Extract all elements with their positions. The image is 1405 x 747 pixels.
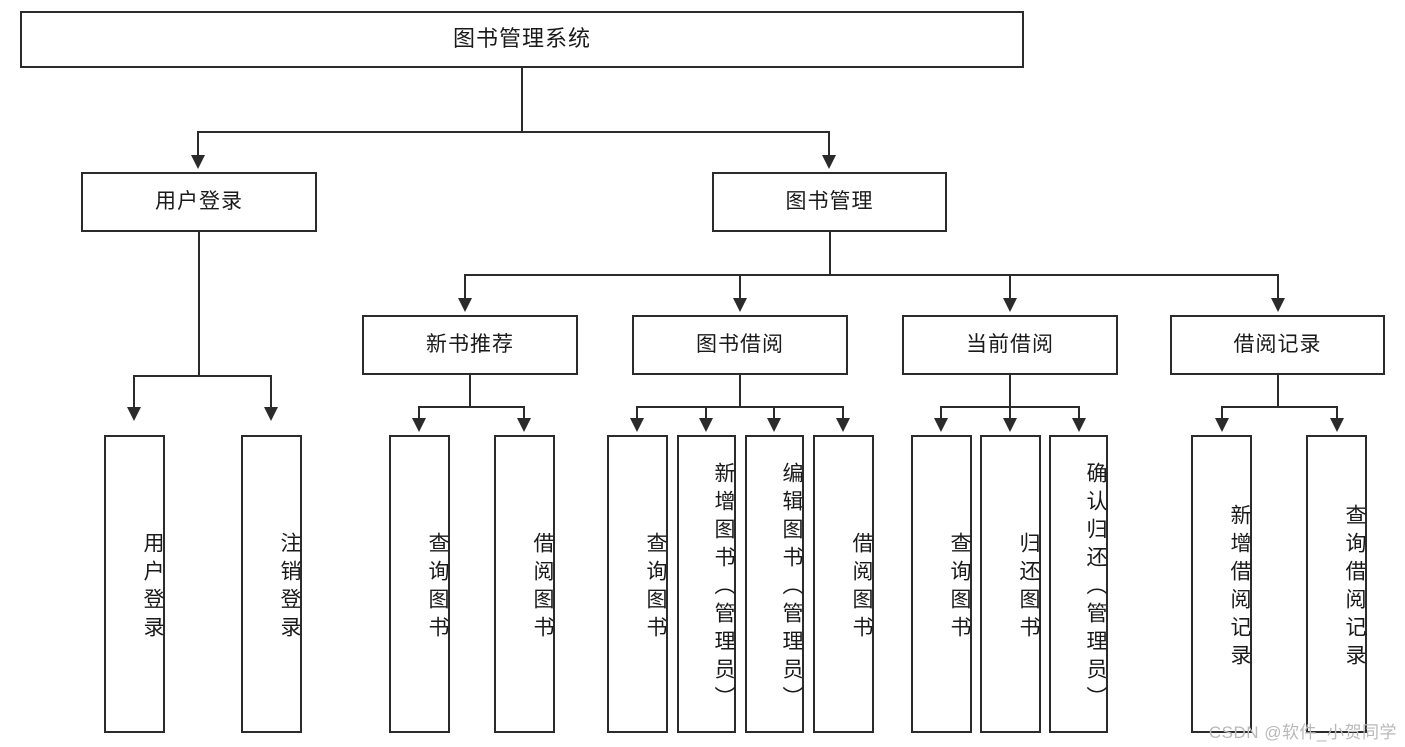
edge-cb-to-leaf-2 [1009, 406, 1011, 420]
edge-br-to-leaf-1 [1221, 406, 1223, 420]
edge-bm-to-book-borrow [739, 274, 741, 300]
leaf-borrow-book[interactable]: 借阅图书 [813, 435, 874, 733]
leaf-user-login[interactable]: 用户登录 [104, 435, 165, 733]
edge-new-book-bus [418, 406, 524, 408]
edge-book-borrow-stem [739, 375, 741, 407]
edge-cb-to-leaf-3 [1078, 406, 1080, 420]
node-current-borrow[interactable]: 当前借阅 [902, 315, 1118, 375]
node-label: 新增图书（管理员） [712, 462, 735, 714]
edge-cb-to-leaf-1 [940, 406, 942, 420]
node-label: 图书管理 [785, 190, 874, 214]
edge-bm-to-current-borrow [1009, 274, 1011, 300]
node-book-management[interactable]: 图书管理 [712, 172, 947, 232]
node-label: 新增借阅记录 [1228, 504, 1251, 672]
leaf-query-book-borrow[interactable]: 查询图书 [607, 435, 668, 733]
node-label: 查询图书 [644, 532, 667, 644]
leaf-query-book-recommend[interactable]: 查询图书 [389, 435, 450, 733]
edge-user-login-bus [133, 375, 271, 377]
edge-user-login-stem [198, 232, 200, 376]
node-label: 确认归还（管理员） [1084, 462, 1107, 714]
arrow-user-login-to-leaf-2 [264, 407, 278, 421]
node-label: 编辑图书（管理员） [780, 462, 803, 714]
arrow-br-to-leaf-2 [1330, 418, 1344, 432]
leaf-query-book-current[interactable]: 查询图书 [911, 435, 972, 733]
edge-new-book-stem [469, 375, 471, 407]
node-label: 图书管理系统 [452, 26, 591, 52]
arrow-root-to-book-management [822, 155, 836, 169]
node-label: 注销登录 [278, 532, 301, 644]
edge-root-to-user-login [197, 131, 199, 157]
edge-bb-to-leaf-4 [842, 406, 844, 420]
edge-nb-to-leaf-2 [523, 406, 525, 420]
leaf-borrow-book-recommend[interactable]: 借阅图书 [494, 435, 555, 733]
node-label: 当前借阅 [966, 333, 1054, 357]
arrow-user-login-to-leaf-1 [127, 407, 141, 421]
edge-br-to-leaf-2 [1336, 406, 1338, 420]
node-label: 用户登录 [155, 190, 243, 214]
arrow-nb-to-leaf-2 [517, 418, 531, 432]
node-label: 图书借阅 [696, 333, 784, 357]
edge-user-login-to-leaf-2 [270, 375, 272, 409]
edge-root-stem [521, 68, 523, 132]
node-label: 用户登录 [141, 532, 164, 644]
node-new-book-recommend[interactable]: 新书推荐 [362, 315, 578, 375]
arrow-bb-to-leaf-4 [836, 418, 850, 432]
node-label: 查询图书 [426, 532, 449, 644]
edge-bb-to-leaf-2 [705, 406, 707, 420]
arrow-bm-to-new-book [458, 298, 472, 312]
arrow-bb-to-leaf-3 [767, 418, 781, 432]
edge-borrow-record-stem [1277, 375, 1279, 407]
edge-root-bus [197, 131, 829, 133]
leaf-add-borrow-record[interactable]: 新增借阅记录 [1191, 435, 1252, 733]
arrow-cb-to-leaf-2 [1003, 418, 1017, 432]
edge-nb-to-leaf-1 [418, 406, 420, 420]
edge-bm-to-borrow-record [1277, 274, 1279, 300]
leaf-logout[interactable]: 注销登录 [241, 435, 302, 733]
arrow-cb-to-leaf-1 [934, 418, 948, 432]
edge-user-login-to-leaf-1 [133, 375, 135, 409]
arrow-nb-to-leaf-1 [412, 418, 426, 432]
edge-book-management-bus [464, 274, 1279, 276]
node-label: 借阅图书 [850, 532, 873, 644]
leaf-add-book-admin[interactable]: 新增图书（管理员） [677, 435, 736, 733]
arrow-bm-to-book-borrow [733, 298, 747, 312]
edge-bb-to-leaf-1 [636, 406, 638, 420]
edge-bm-to-new-book [464, 274, 466, 300]
edge-bb-to-leaf-3 [773, 406, 775, 420]
node-label: 查询借阅记录 [1343, 504, 1366, 672]
leaf-query-borrow-record[interactable]: 查询借阅记录 [1306, 435, 1367, 733]
node-user-login[interactable]: 用户登录 [81, 172, 317, 232]
arrow-bm-to-current-borrow [1003, 298, 1017, 312]
arrow-cb-to-leaf-3 [1072, 418, 1086, 432]
node-root-book-management-system[interactable]: 图书管理系统 [20, 11, 1024, 68]
arrow-bb-to-leaf-1 [630, 418, 644, 432]
leaf-confirm-return-admin[interactable]: 确认归还（管理员） [1049, 435, 1108, 733]
node-label: 归还图书 [1017, 532, 1040, 644]
edge-current-borrow-stem [1009, 375, 1011, 407]
edge-book-management-stem [829, 232, 831, 275]
node-label: 新书推荐 [426, 333, 514, 357]
node-book-borrow[interactable]: 图书借阅 [632, 315, 848, 375]
arrow-bb-to-leaf-2 [699, 418, 713, 432]
node-label: 借阅图书 [531, 532, 554, 644]
arrow-bm-to-borrow-record [1271, 298, 1285, 312]
node-borrow-record[interactable]: 借阅记录 [1170, 315, 1385, 375]
leaf-return-book[interactable]: 归还图书 [980, 435, 1041, 733]
edge-book-borrow-bus [636, 406, 844, 408]
edge-borrow-record-bus [1221, 406, 1337, 408]
edge-root-to-book-management [828, 131, 830, 157]
arrow-root-to-user-login [191, 155, 205, 169]
leaf-edit-book-admin[interactable]: 编辑图书（管理员） [745, 435, 804, 733]
node-label: 查询图书 [948, 532, 971, 644]
arrow-br-to-leaf-1 [1215, 418, 1229, 432]
node-label: 借阅记录 [1233, 333, 1322, 357]
